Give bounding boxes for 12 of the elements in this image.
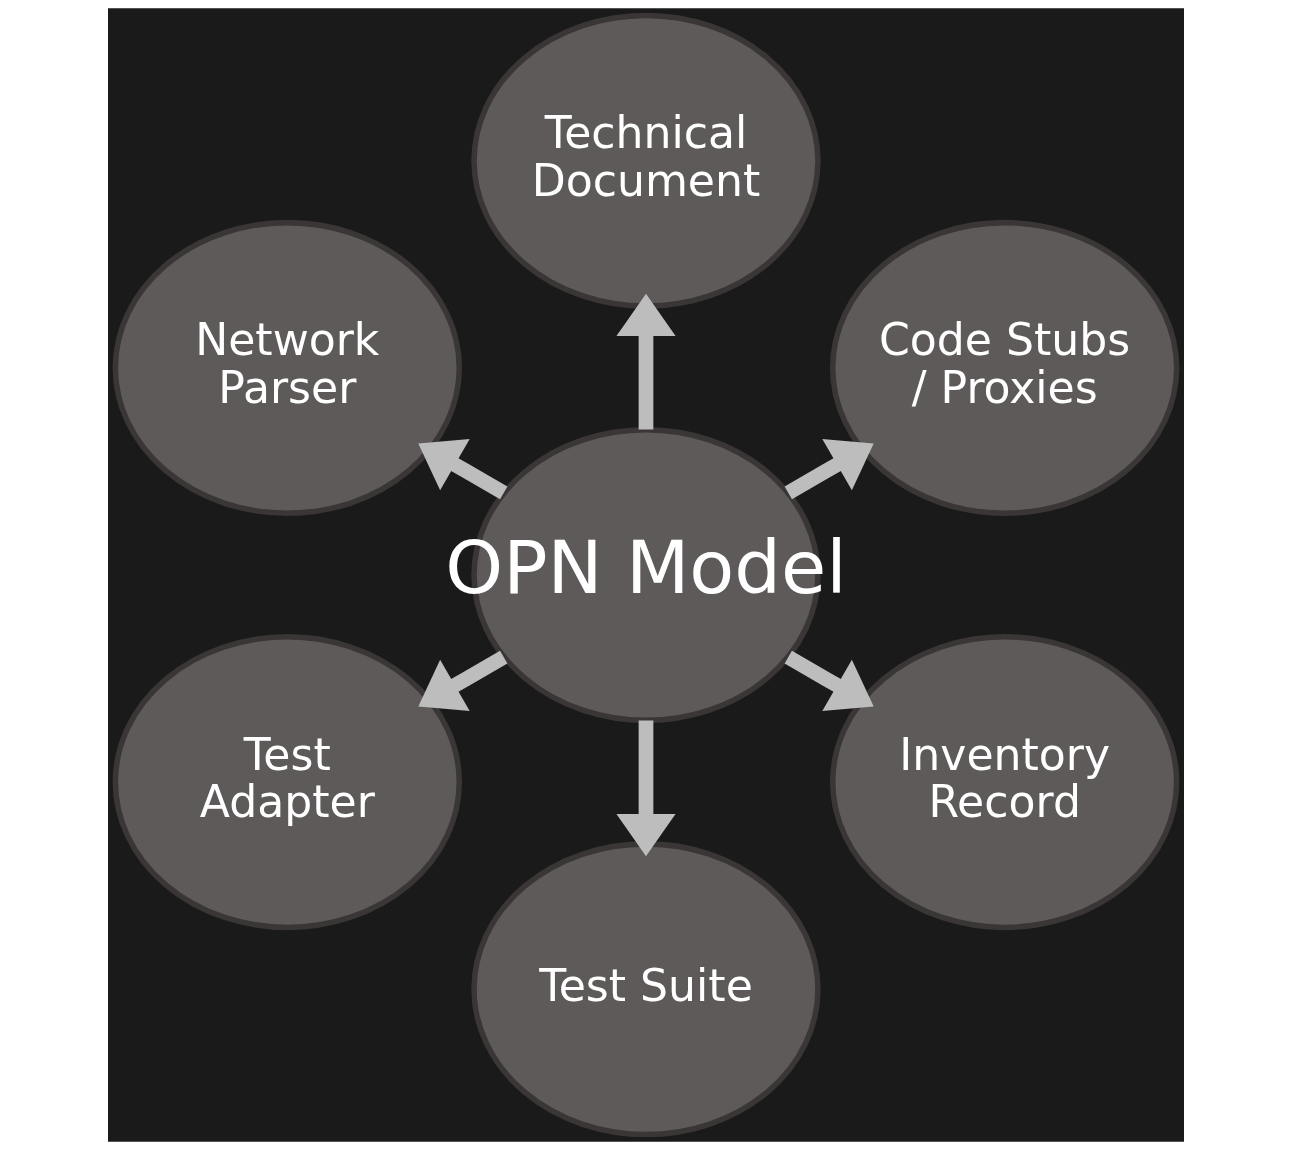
node-ellipse: Technical Document: [470, 12, 821, 309]
arrow: [784, 439, 874, 500]
arrow: [417, 439, 507, 500]
arrow: [615, 293, 676, 430]
node-ellipse: Test Suite: [470, 841, 821, 1138]
arrow: [784, 650, 874, 711]
arrow: [615, 720, 676, 857]
node-ellipse: Inventory Record: [829, 634, 1179, 931]
node-ellipse: Test Adapter: [112, 634, 462, 931]
node-ellipse: Code Stubs / Proxies: [829, 219, 1179, 516]
node-ellipse: Network Parser: [112, 219, 462, 516]
arrow: [417, 650, 507, 711]
